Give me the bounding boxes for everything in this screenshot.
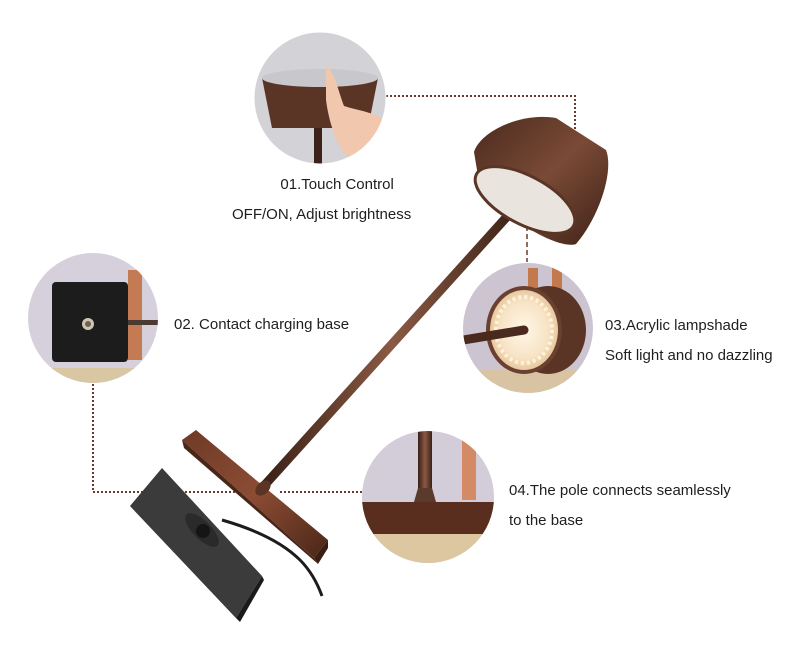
- detail-circle-touch: [254, 32, 386, 164]
- detail-circle-pole: [362, 431, 494, 563]
- feature-title: 04.The pole connects seamlessly: [509, 482, 731, 499]
- lamp-base: [182, 430, 328, 564]
- feature-label-pole-connection: 04.The pole connects seamlessly to the b…: [509, 476, 731, 536]
- connector-lines: [92, 95, 576, 493]
- feature-label-charging-base: 02. Contact charging base: [174, 310, 349, 340]
- lamp-shade: [473, 116, 609, 245]
- charger-base: [130, 468, 324, 622]
- feature-title: 02. Contact charging base: [174, 316, 350, 333]
- feature-label-touch-control: 01.Touch Control OFF/ON, Adjust brightne…: [232, 170, 411, 230]
- detail-circle-charging: [28, 253, 158, 383]
- feature-title: 01.Touch Control: [280, 176, 394, 193]
- feature-label-acrylic-lampshade: 03.Acrylic lampshade Soft light and no d…: [605, 311, 773, 371]
- feature-subtitle: Soft light and no dazzling: [605, 347, 773, 364]
- lamp-pole: [255, 195, 527, 496]
- feature-subtitle: OFF/ON, Adjust brightness: [232, 206, 412, 223]
- feature-subtitle: to the base: [509, 512, 584, 529]
- detail-circle-lampshade: [463, 263, 593, 393]
- feature-title: 03.Acrylic lampshade: [605, 317, 748, 334]
